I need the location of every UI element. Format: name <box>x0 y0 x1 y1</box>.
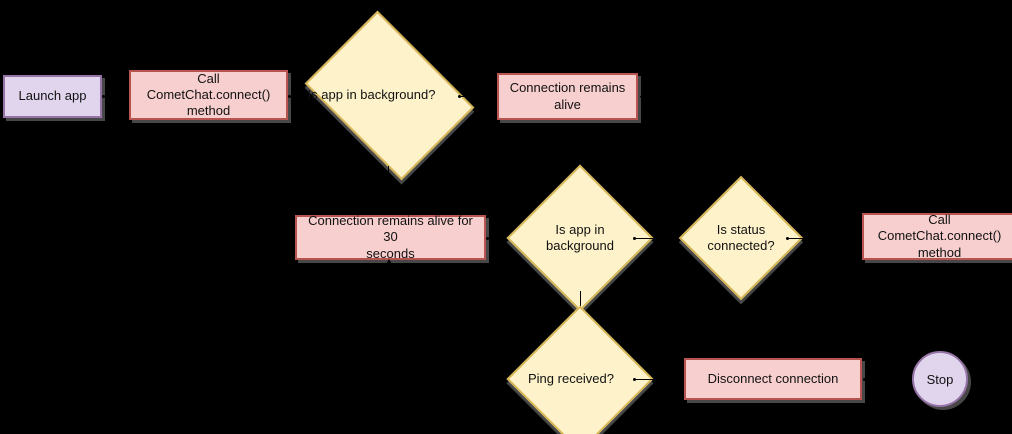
node-label-line2: background <box>546 238 614 253</box>
edge-ping-to-disconnect <box>635 379 677 380</box>
edge-alive-to-status <box>640 96 654 97</box>
node-label: Is app in background? <box>307 87 436 103</box>
node-label-line1: Is app in <box>555 221 605 237</box>
node-label: Connection remains alive <box>504 80 632 113</box>
edge-endpoint <box>633 237 636 240</box>
edge-decision1-to-alive <box>460 96 486 97</box>
edge-decision2-to-status <box>635 238 689 239</box>
edge-endpoint <box>458 95 461 98</box>
node-is-app-in-background-1[interactable]: Is app in background? <box>304 10 475 181</box>
edge-status-to-connect2 <box>788 238 850 239</box>
node-call-connect-method-2[interactable]: Call CometChat.connect() method <box>862 212 1012 261</box>
edge-arrowhead <box>385 259 393 266</box>
edge-connect-to-decision1 <box>290 96 314 97</box>
node-connection-remains-alive-30-seconds[interactable]: Connection remains alive for 30 seconds <box>295 213 486 262</box>
edge-alive30-to-decision2 <box>488 238 524 239</box>
edge-arrowhead <box>676 376 683 384</box>
edge-arrowhead <box>849 235 856 243</box>
node-label-line1: Call CometChat.connect() <box>877 212 1002 244</box>
edge-decision1-to-alive30 <box>388 166 389 210</box>
node-label-line1: Is status <box>716 221 766 237</box>
edge-launch-to-connect <box>104 96 122 97</box>
edge-endpoint <box>786 237 789 240</box>
node-label: Disconnect connection <box>707 370 839 386</box>
edge-endpoint <box>486 237 489 240</box>
node-label: Call CometChat.connect() method <box>864 212 1012 261</box>
node-ping-received[interactable]: Ping received? <box>506 305 654 434</box>
edge-endpoint <box>633 378 636 381</box>
node-disconnect-connection[interactable]: Disconnect connection <box>684 358 862 400</box>
edge-arrowhead <box>485 93 492 101</box>
node-label: Is app in background <box>546 222 614 255</box>
edge-arrowhead <box>312 93 319 101</box>
node-is-status-connected[interactable]: Is status connected? <box>678 175 804 301</box>
edge-arrowhead <box>640 93 647 101</box>
node-label-line1: Call CometChat.connect() <box>146 70 271 102</box>
node-label-line2: seconds <box>366 245 415 261</box>
node-label-line1: Connection remains <box>509 80 626 96</box>
diamond-shape <box>506 305 654 434</box>
node-label: Connection remains alive for 30 seconds <box>297 213 484 262</box>
node-label: Ping received? <box>528 370 614 386</box>
node-call-connect-method-1[interactable]: Call CometChat.connect() method <box>129 70 288 120</box>
node-label-line1: Connection remains alive for 30 <box>308 213 473 245</box>
node-is-app-in-background-2[interactable]: Is app in background <box>506 164 654 312</box>
node-stop[interactable]: Stop <box>912 351 968 407</box>
node-label-line2: method <box>917 244 962 260</box>
node-label: Is status connected? <box>707 222 774 255</box>
node-launch-app[interactable]: Launch app <box>3 75 102 118</box>
edge-arrowhead <box>905 376 912 384</box>
edge-arrowhead <box>121 93 128 101</box>
node-label: Launch app <box>18 88 87 104</box>
edge-disconnect-to-stop <box>865 379 906 380</box>
edge-endpoint <box>102 95 105 98</box>
node-label: Call CometChat.connect() method <box>131 71 286 120</box>
node-label-line2: connected? <box>707 238 775 253</box>
edge-endpoint <box>288 95 291 98</box>
edge-arrowhead <box>385 205 393 212</box>
edge-endpoint <box>863 378 866 381</box>
node-connection-remains-alive[interactable]: Connection remains alive <box>497 73 638 120</box>
node-label-line2: alive <box>554 96 581 112</box>
node-label: Stop <box>926 371 954 387</box>
node-label-line2: method <box>186 103 231 119</box>
